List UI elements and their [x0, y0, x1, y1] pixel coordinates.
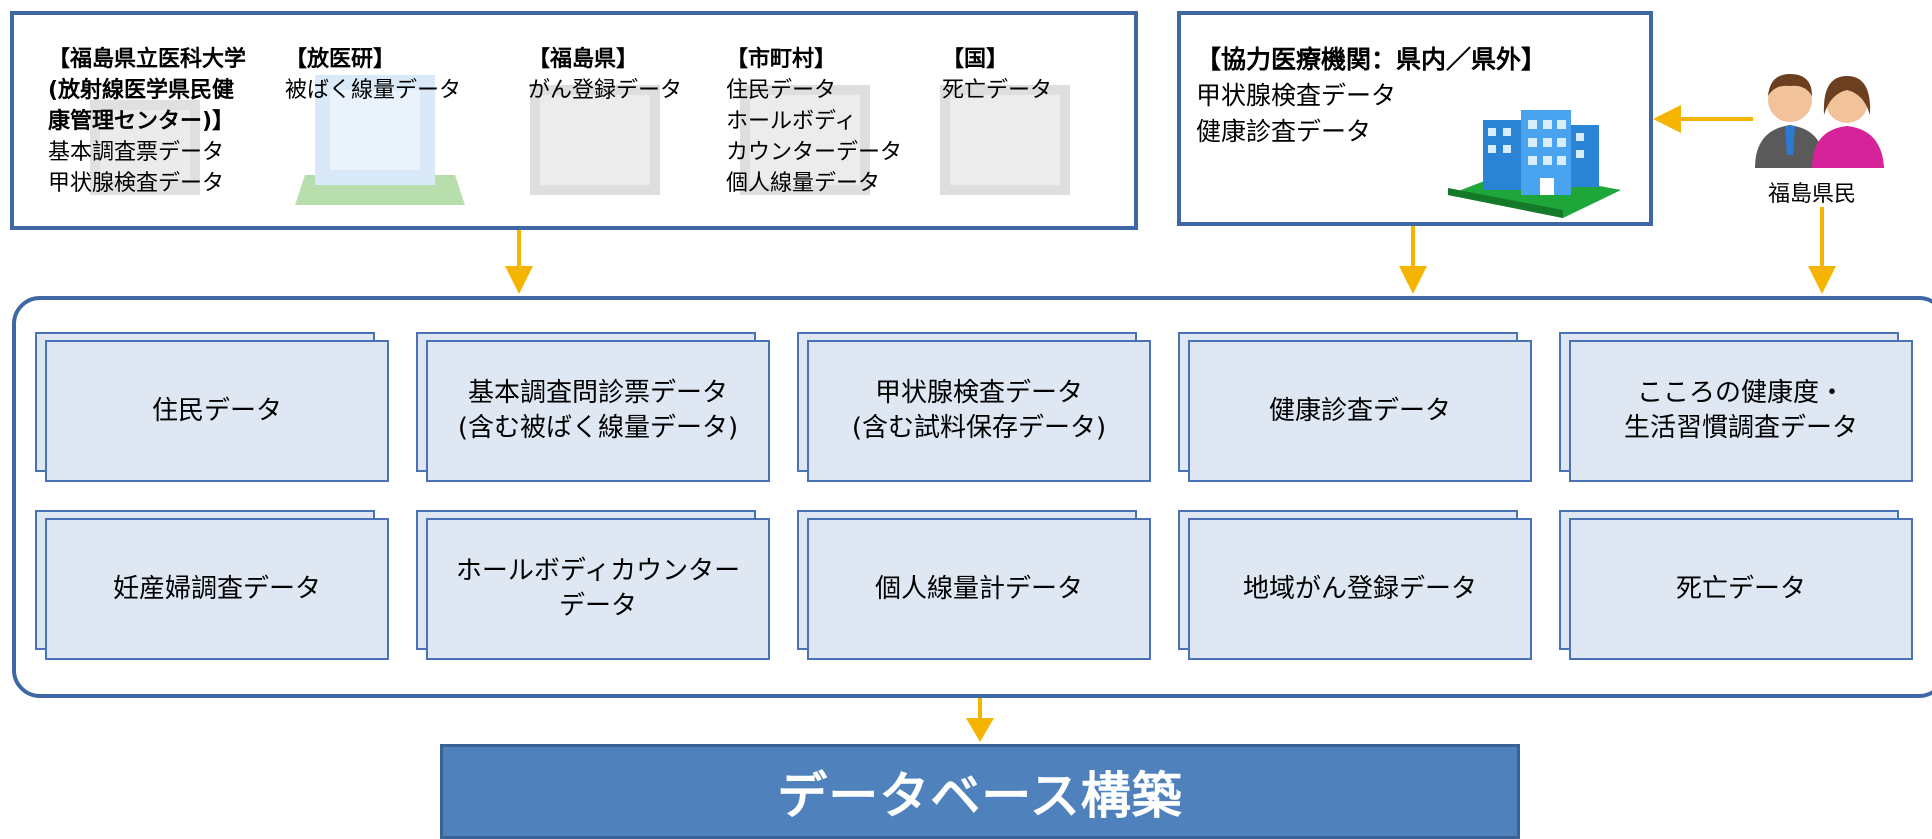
arrow-head: [1808, 266, 1836, 294]
dataset-card: 基本調査問診票データ (含む被ばく線量データ): [416, 332, 770, 482]
building-icon: [530, 85, 660, 195]
source-header: 【国】: [942, 47, 1009, 72]
source-nirs: 【放医研】 被ばく線量データ: [285, 44, 461, 106]
arrow-head: [505, 266, 533, 294]
source-item: 住民データ: [726, 78, 837, 103]
arrow-residents-to-institution: [1680, 117, 1753, 121]
source-item: 被ばく線量データ: [285, 78, 462, 103]
building-icon: [940, 85, 1070, 195]
source-item: 死亡データ: [942, 78, 1053, 103]
hospital-icon: [1448, 110, 1621, 218]
dataset-card: 甲状腺検査データ (含む試料保存データ): [797, 332, 1151, 482]
source-header: 【市町村】: [726, 47, 837, 72]
building-icon: [295, 75, 465, 205]
source-prefecture: 【福島県】 がん登録データ: [528, 44, 682, 106]
dataset-label: ホールボディカウンター データ: [455, 556, 741, 621]
dataset-card: 死亡データ: [1559, 510, 1913, 660]
institution-item: 健康診査データ: [1196, 117, 1372, 146]
arrow-head: [1653, 105, 1681, 133]
source-header: 【福島県立医科大学 (放射線医学県民健 康管理センター)】: [48, 47, 247, 134]
source-item: カウンターデータ: [726, 140, 903, 165]
residents-icon: [1755, 74, 1884, 168]
residents-label: 福島県民: [1768, 182, 1857, 207]
dataset-card: 地域がん登録データ: [1178, 510, 1532, 660]
institution-sources: 【協力医療機関：県内／県外】 甲状腺検査データ 健康診査データ: [1196, 42, 1546, 150]
dataset-label: 甲状腺検査データ (含む試料保存データ): [851, 378, 1107, 443]
institution-item: 甲状腺検査データ: [1196, 81, 1397, 110]
source-item: がん登録データ: [528, 78, 683, 103]
dataset-label: 健康診査データ: [1268, 395, 1451, 426]
source-item: ホールボディ: [726, 109, 857, 134]
dataset-label: 住民データ: [151, 395, 282, 426]
dataset-label: 地域がん登録データ: [1242, 573, 1477, 604]
dataset-label: 基本調査問診票データ (含む被ばく線量データ): [457, 378, 739, 443]
dataset-card: 妊産婦調査データ: [35, 510, 389, 660]
dataset-card: こころの健康度・ 生活習慣調査データ: [1559, 332, 1913, 482]
dataset-label: 個人線量計データ: [874, 573, 1083, 604]
arrow-head: [966, 718, 994, 742]
building-icon: [90, 100, 200, 195]
dataset-card: 健康診査データ: [1178, 332, 1532, 482]
dataset-card: 個人線量計データ: [797, 510, 1151, 660]
building-icon: [740, 85, 870, 195]
dataset-card: ホールボディカウンター データ: [416, 510, 770, 660]
database-label: データベース構築: [777, 766, 1183, 825]
arrow-head: [1399, 266, 1427, 294]
arrow-institution-down: [1411, 226, 1415, 274]
source-item: 基本調査票データ: [48, 140, 225, 165]
dataset-label: 妊産婦調査データ: [112, 573, 321, 604]
source-national: 【国】 死亡データ: [942, 44, 1052, 106]
source-municipalities: 【市町村】 住民データ ホールボディ カウンターデータ 個人線量データ: [726, 44, 902, 199]
source-fmu: 【福島県立医科大学 (放射線医学県民健 康管理センター)】 基本調査票データ 甲…: [48, 44, 268, 199]
database-bar: データベース構築: [440, 744, 1520, 839]
dataset-label: こころの健康度・ 生活習慣調査データ: [1623, 378, 1858, 443]
dataset-label: 死亡データ: [1675, 573, 1806, 604]
arrow-residents-down: [1820, 207, 1824, 274]
source-header: 【放医研】: [285, 47, 396, 72]
source-item: 甲状腺検査データ: [48, 171, 225, 196]
dataset-card: 住民データ: [35, 332, 389, 482]
institution-header: 【協力医療機関：県内／県外】: [1196, 45, 1547, 74]
source-item: 個人線量データ: [726, 171, 881, 196]
source-header: 【福島県】: [528, 47, 639, 72]
arrow-to-database: [978, 698, 982, 726]
arrow-sources-down: [517, 230, 521, 275]
